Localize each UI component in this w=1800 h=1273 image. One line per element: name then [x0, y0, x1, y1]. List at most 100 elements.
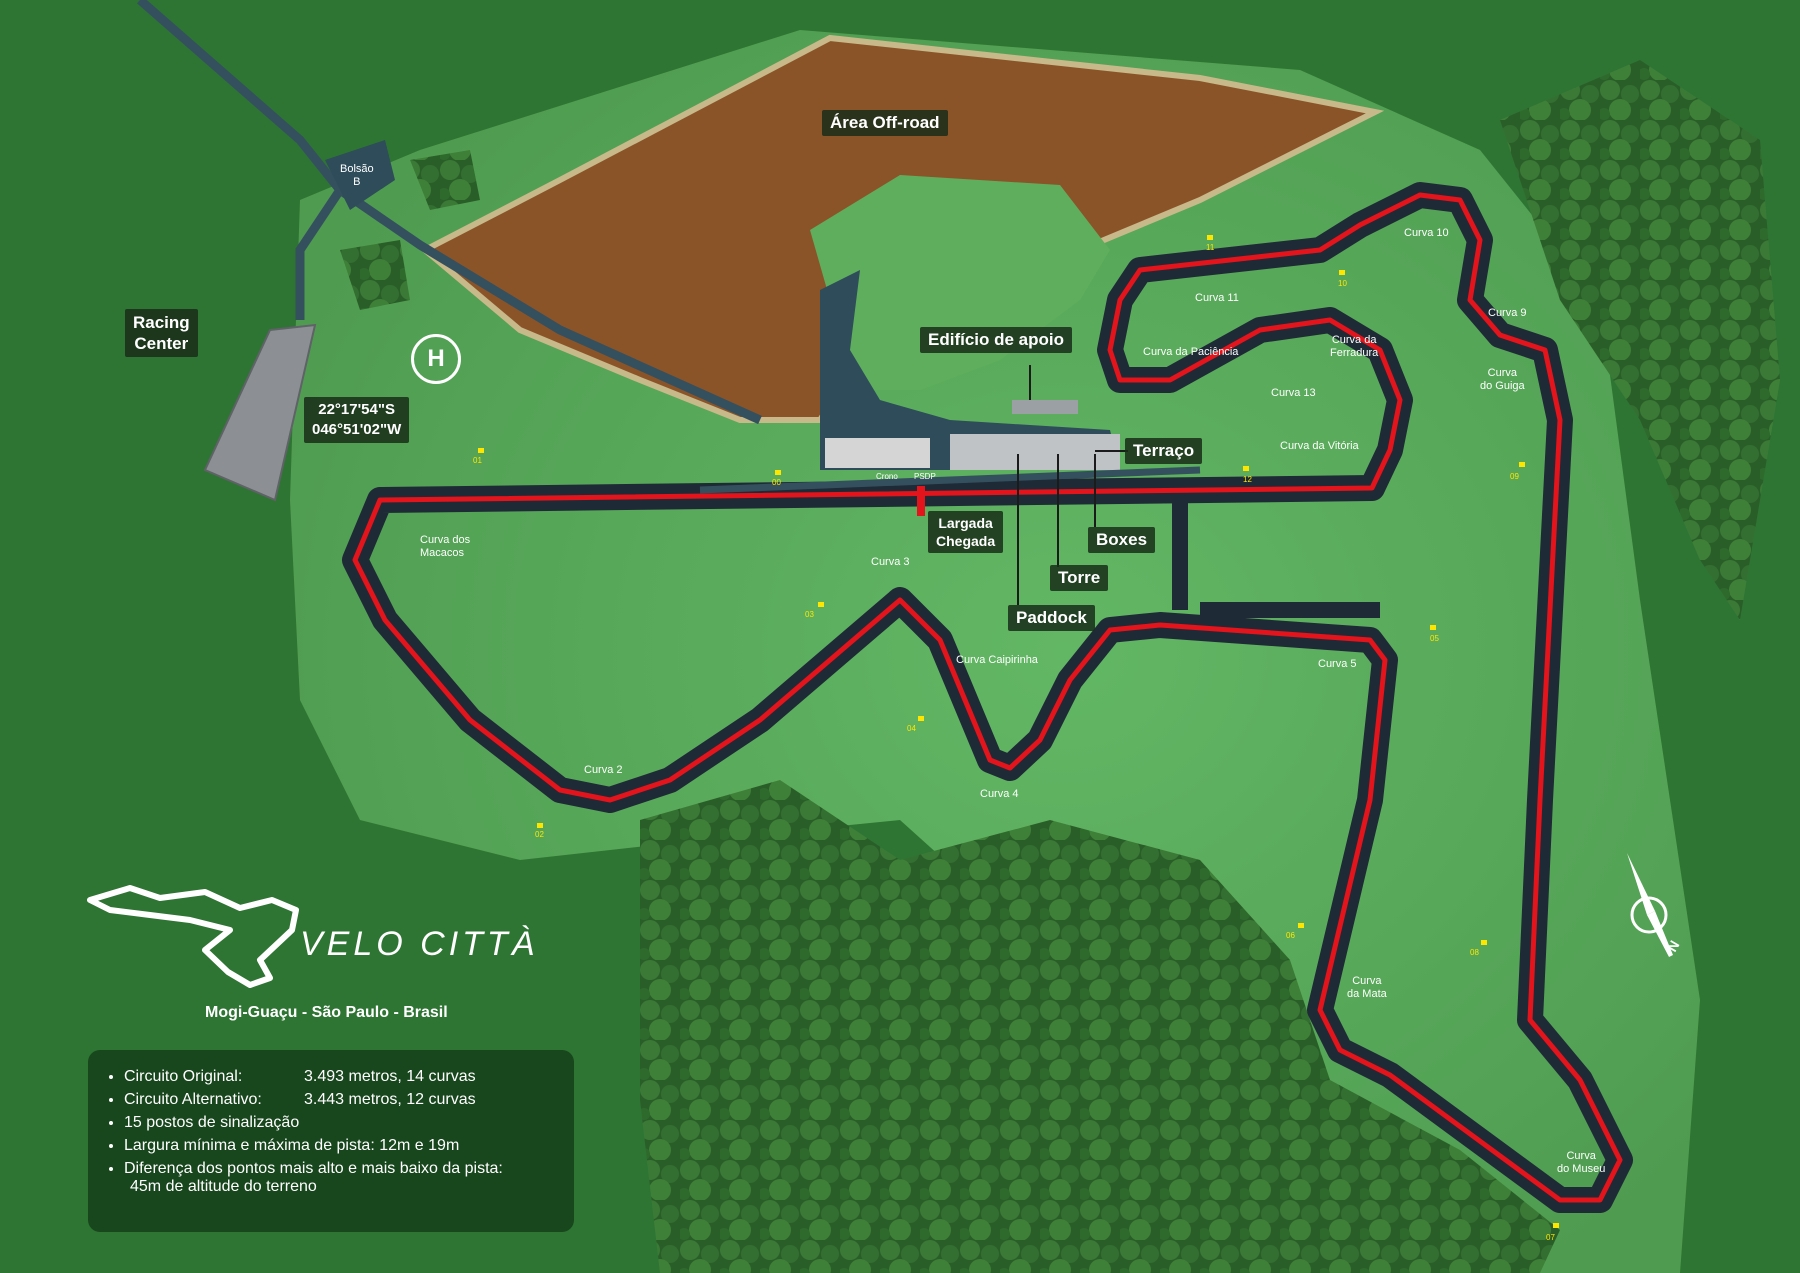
location-label: Mogi-Guaçu - São Paulo - Brasil	[205, 1004, 448, 1021]
offroad-label: Área Off-road	[822, 110, 948, 136]
curve-ferradura-line1: Curva da	[1331, 334, 1377, 346]
paddock-label: Paddock	[1008, 605, 1095, 631]
post-00: 00	[772, 478, 781, 487]
post-11: 11	[1206, 243, 1215, 252]
info-item: 15 postos de sinalização	[124, 1114, 552, 1132]
largada-line2: Chegada	[936, 533, 996, 549]
curve-ferradura-label: Curva da Ferradura	[1330, 334, 1378, 360]
racing-center-label: Racing Center	[125, 309, 198, 357]
curve-mata-label: Curva da Mata	[1347, 975, 1387, 1001]
post-07: 07	[1546, 1233, 1555, 1242]
boxes-building	[950, 434, 1120, 470]
curve-guiga-line2: do Guiga	[1480, 380, 1525, 392]
curve-caipirinha-label: Curva Caipirinha	[956, 654, 1038, 666]
curve-9-label: Curva 9	[1488, 307, 1527, 319]
post-10: 10	[1338, 279, 1347, 288]
compass-icon	[1627, 853, 1673, 957]
curve-macacos-line1: Curva dos	[420, 534, 471, 546]
forest-bottom	[640, 780, 1560, 1273]
post-06: 06	[1286, 931, 1295, 940]
info-item: Circuito Original: 3.493 metros, 14 curva…	[124, 1068, 552, 1086]
terraco-label: Terraço	[1125, 438, 1203, 464]
psdp-label: PSDP	[914, 472, 936, 481]
post-05: 05	[1430, 634, 1439, 643]
curve-guiga-label: Curva do Guiga	[1480, 367, 1525, 393]
curve-2-label: Curva 2	[584, 764, 623, 776]
pit-building	[825, 438, 930, 468]
curve-guiga-line1: Curva	[1487, 367, 1517, 379]
access-road	[137, 0, 762, 425]
curve-10-label: Curva 10	[1404, 227, 1449, 239]
curve-ferradura-line2: Ferradura	[1330, 347, 1379, 359]
access-road-2	[295, 187, 344, 320]
curve-4-label: Curva 4	[980, 788, 1019, 800]
info-value: 3.443 metros, 12 curvas	[304, 1091, 476, 1108]
info-value: 3.493 metros, 14 curvas	[304, 1068, 476, 1085]
bolsao-b	[325, 140, 395, 210]
racing-center-line1: Racing	[133, 313, 190, 332]
forest-right	[1500, 60, 1780, 620]
post-02: 02	[535, 830, 544, 839]
latitude: 22°17'54"S	[318, 401, 395, 418]
curve-macacos-line2: Macacos	[420, 547, 465, 559]
edificio-label: Edifício de apoio	[920, 327, 1073, 353]
curve-museu-label: Curva do Museu	[1557, 1150, 1605, 1176]
track-racing-line	[352, 192, 1623, 1203]
info-value: 12m e 19m	[379, 1137, 460, 1154]
post-03: 03	[805, 610, 814, 619]
info-key: Circuito Alternativo:	[124, 1091, 262, 1108]
curve-13-label: Curva 13	[1271, 387, 1316, 399]
pointer-lines	[1017, 365, 1128, 605]
logo-swoosh	[87, 885, 299, 988]
bolsao-line2: B	[353, 176, 361, 188]
largada-line1: Largada	[938, 515, 993, 531]
racing-center-building	[203, 323, 317, 502]
racing-center-line2: Center	[134, 334, 189, 353]
info-key: Largura mínima e máxima de pista:	[124, 1137, 375, 1154]
paddock-road	[1172, 500, 1380, 618]
info-item: Diferença dos pontos mais alto e mais ba…	[124, 1160, 552, 1196]
support-building	[1012, 400, 1078, 414]
info-value: 45m de altitude do terreno	[130, 1178, 317, 1195]
curve-5-label: Curva 5	[1318, 658, 1357, 670]
curve-museu-line1: Curva	[1566, 1150, 1596, 1162]
torre-label: Torre	[1050, 565, 1109, 591]
pit-lane	[699, 466, 1201, 494]
heliport-icon: H	[411, 334, 461, 384]
curve-paciencia-label: Curva da Paciência	[1143, 346, 1239, 358]
info-key: Circuito Original:	[124, 1068, 243, 1085]
inner-hill	[810, 175, 1110, 390]
info-item: Circuito Alternativo: 3.443 metros, 12 cu…	[124, 1091, 552, 1109]
start-finish-line	[917, 486, 925, 516]
bolsao-label: Bolsão B	[340, 163, 374, 189]
curve-vitoria-label: Curva da Vitória	[1280, 440, 1359, 452]
post-09: 09	[1510, 472, 1519, 481]
flag-posts	[478, 235, 1559, 1228]
info-panel: Circuito Original: 3.493 metros, 14 curva…	[88, 1050, 574, 1232]
coordinates-label: 22°17'54"S 046°51'02"W	[304, 397, 410, 443]
post-12: 12	[1243, 475, 1252, 484]
curve-11-label: Curva 11	[1195, 292, 1239, 304]
info-list: Circuito Original: 3.493 metros, 14 curva…	[110, 1068, 552, 1196]
curve-3-label: Curva 3	[871, 556, 910, 568]
largada-label: Largada Chegada	[928, 511, 1004, 553]
crono-label: Crono	[876, 472, 898, 481]
boxes-label: Boxes	[1088, 527, 1156, 553]
post-04: 04	[907, 724, 916, 733]
info-item: Largura mínima e máxima de pista: 12m e …	[124, 1137, 552, 1155]
curve-mata-line1: Curva	[1352, 975, 1382, 987]
curve-mata-line2: da Mata	[1347, 988, 1387, 1000]
logo-text: VELO CITTÀ	[300, 925, 539, 963]
post-08: 08	[1470, 948, 1479, 957]
forest-small	[340, 240, 410, 310]
parking-area	[820, 270, 1120, 470]
forest-bolsao	[410, 150, 480, 210]
info-key: 15 postos de sinalização	[124, 1114, 300, 1131]
curve-museu-line2: do Museu	[1557, 1163, 1606, 1175]
longitude: 046°51'02"W	[312, 421, 402, 438]
post-01: 01	[473, 456, 482, 465]
curve-macacos-label: Curva dos Macacos	[420, 534, 470, 560]
info-key: Diferença dos pontos mais alto e mais ba…	[124, 1160, 503, 1177]
